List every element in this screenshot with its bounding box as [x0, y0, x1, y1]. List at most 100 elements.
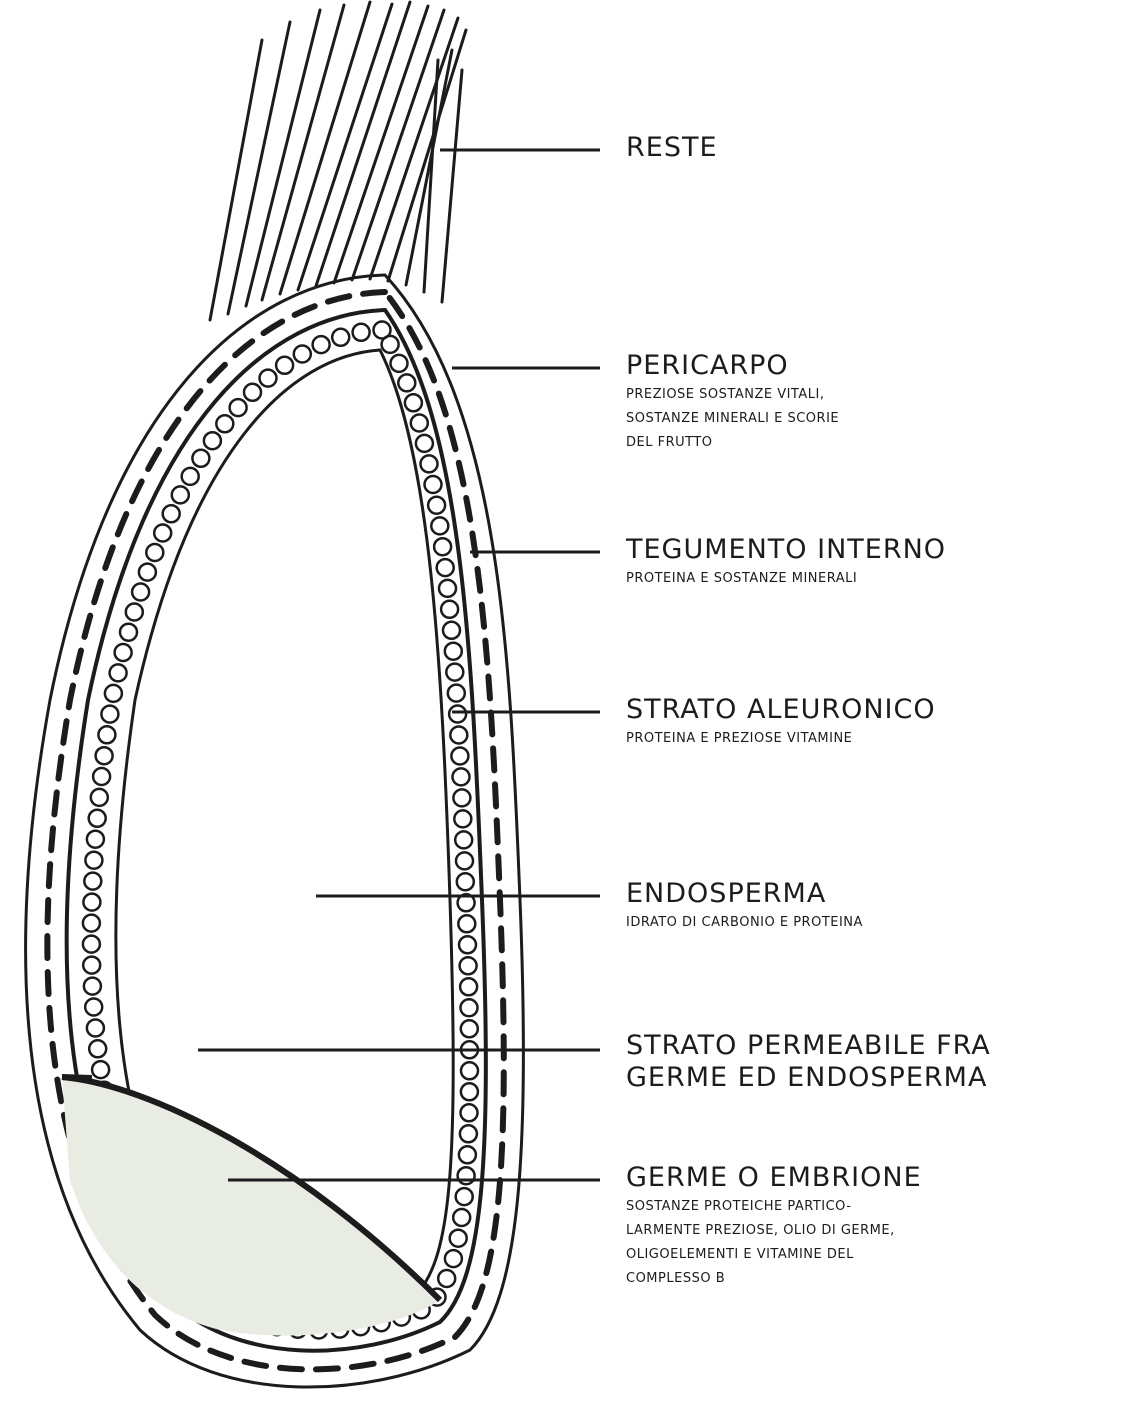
- aleurone-cell: [87, 831, 104, 848]
- aleurone-cell: [428, 497, 445, 514]
- aleurone-cell: [443, 622, 460, 639]
- aleurone-cell: [84, 873, 101, 890]
- aleurone-cell: [434, 538, 451, 555]
- aleurone-cell: [182, 468, 199, 485]
- aleurone-cell: [260, 370, 277, 387]
- label-strato-aleuronico-title: STRATO ALEURONICO: [626, 694, 936, 726]
- label-reste: RESTE: [626, 132, 718, 164]
- aleurone-cell: [85, 852, 102, 869]
- aleurone-cell: [87, 1020, 104, 1037]
- aleurone-cell: [461, 1020, 478, 1037]
- aleurone-cell: [438, 1270, 455, 1287]
- aleurone-cell: [459, 1146, 476, 1163]
- aleurone-cell: [313, 336, 330, 353]
- aleurone-cell: [126, 604, 143, 621]
- label-germe-desc-1: SOSTANZE PROTEICHE PARTICO-: [626, 1196, 922, 1218]
- label-pericarpo-desc-3: DEL FRUTTO: [626, 432, 839, 454]
- aleurone-cell: [115, 644, 132, 661]
- aleurone-cell: [455, 831, 472, 848]
- aleurone-cell: [110, 664, 127, 681]
- aleurone-cell: [459, 936, 476, 953]
- aleurone-cell: [398, 374, 415, 391]
- label-reste-title: RESTE: [626, 132, 718, 164]
- aleurone-cell: [461, 1104, 478, 1121]
- leader-lines: [198, 150, 600, 1180]
- aleurone-cell: [172, 486, 189, 503]
- aleurone-cell: [411, 415, 428, 432]
- aleurone-cell: [204, 432, 221, 449]
- aleurone-cell: [139, 564, 156, 581]
- aleurone-cell: [453, 789, 470, 806]
- aleurone-cell: [456, 852, 473, 869]
- aleurone-cell: [446, 664, 463, 681]
- label-germe-desc-3: OLIGOELEMENTI E VITAMINE DEL: [626, 1244, 922, 1266]
- label-strato-permeabile-title-2: GERME ED ENDOSPERMA: [626, 1062, 991, 1094]
- aleurone-cell: [460, 1125, 477, 1142]
- aleurone-cell: [461, 1083, 478, 1100]
- label-germe-title: GERME O EMBRIONE: [626, 1162, 922, 1194]
- aleurone-cell: [101, 706, 118, 723]
- aleurone-cell: [192, 450, 209, 467]
- aleurone-cell: [294, 346, 311, 363]
- aleurone-cell: [154, 525, 171, 542]
- aleurone-cell: [405, 394, 422, 411]
- aleurone-cell: [146, 544, 163, 561]
- aleurone-cell: [96, 747, 113, 764]
- aleurone-cell: [450, 1230, 467, 1247]
- label-pericarpo: PERICARPO PREZIOSE SOSTANZE VITALI, SOST…: [626, 350, 839, 454]
- aleurone-cell: [450, 727, 467, 744]
- aleurone-cell: [353, 324, 370, 341]
- aleurone-cell: [453, 768, 470, 785]
- label-germe-desc-2: LARMENTE PREZIOSE, OLIO DI GERME,: [626, 1220, 922, 1242]
- label-strato-aleuronico-desc-1: PROTEINA E PREZIOSE VITAMINE: [626, 728, 936, 750]
- aleurone-cell: [431, 517, 448, 534]
- aleurone-cell: [93, 768, 110, 785]
- aleurone-cell: [83, 894, 100, 911]
- aleurone-cell: [457, 873, 474, 890]
- aleurone-cell: [89, 1040, 106, 1057]
- label-tegumento-title: TEGUMENTO INTERNO: [626, 534, 946, 566]
- label-endosperma-desc-1: IDRATO DI CARBONIO E PROTEINA: [626, 912, 863, 934]
- label-strato-permeabile: STRATO PERMEABILE FRA GERME ED ENDOSPERM…: [626, 1030, 991, 1094]
- label-pericarpo-desc-2: SOSTANZE MINERALI E SCORIE: [626, 408, 839, 430]
- aleurone-cell: [91, 789, 108, 806]
- label-germe-desc-4: COMPLESSO B: [626, 1268, 922, 1290]
- aleurone-cell: [92, 1061, 109, 1078]
- label-strato-permeabile-title: STRATO PERMEABILE FRA: [626, 1030, 991, 1062]
- aleurone-cell: [132, 584, 149, 601]
- aleurone-cell: [445, 1250, 462, 1267]
- aleurone-cell: [391, 355, 408, 372]
- label-pericarpo-desc-1: PREZIOSE SOSTANZE VITALI,: [626, 384, 839, 406]
- aleurone-cell: [276, 357, 293, 374]
- label-tegumento-desc-1: PROTEINA E SOSTANZE MINERALI: [626, 568, 946, 590]
- label-tegumento: TEGUMENTO INTERNO PROTEINA E SOSTANZE MI…: [626, 534, 946, 590]
- aleurone-cell: [83, 915, 100, 932]
- aleurone-cell: [98, 726, 115, 743]
- aleurone-cell: [445, 643, 462, 660]
- aleurone-cell: [449, 706, 466, 723]
- aleurone-cell: [244, 384, 261, 401]
- aleurone-cell: [460, 957, 477, 974]
- aleurone-cell: [83, 936, 100, 953]
- aleurone-cell: [441, 601, 458, 618]
- aleurone-cell: [437, 559, 454, 576]
- aleurone-cell: [120, 624, 137, 641]
- label-strato-aleuronico: STRATO ALEURONICO PROTEINA E PREZIOSE VI…: [626, 694, 936, 750]
- aleurone-cell: [448, 685, 465, 702]
- aleurone-cell: [84, 978, 101, 995]
- aleurone-cell: [105, 685, 122, 702]
- awns: [210, 2, 466, 320]
- aleurone-cell: [216, 415, 233, 432]
- germ-embryo: [62, 1077, 440, 1336]
- aleurone-cell: [456, 1188, 473, 1205]
- label-pericarpo-title: PERICARPO: [626, 350, 839, 382]
- aleurone-cell: [416, 435, 433, 452]
- label-endosperma: ENDOSPERMA IDRATO DI CARBONIO E PROTEINA: [626, 878, 863, 934]
- aleurone-cell: [451, 748, 468, 765]
- aleurone-cell: [83, 957, 100, 974]
- aleurone-cell: [439, 580, 456, 597]
- aleurone-cell: [460, 978, 477, 995]
- aleurone-cell: [425, 476, 442, 493]
- aleurone-cell: [163, 505, 180, 522]
- aleurone-cell: [332, 329, 349, 346]
